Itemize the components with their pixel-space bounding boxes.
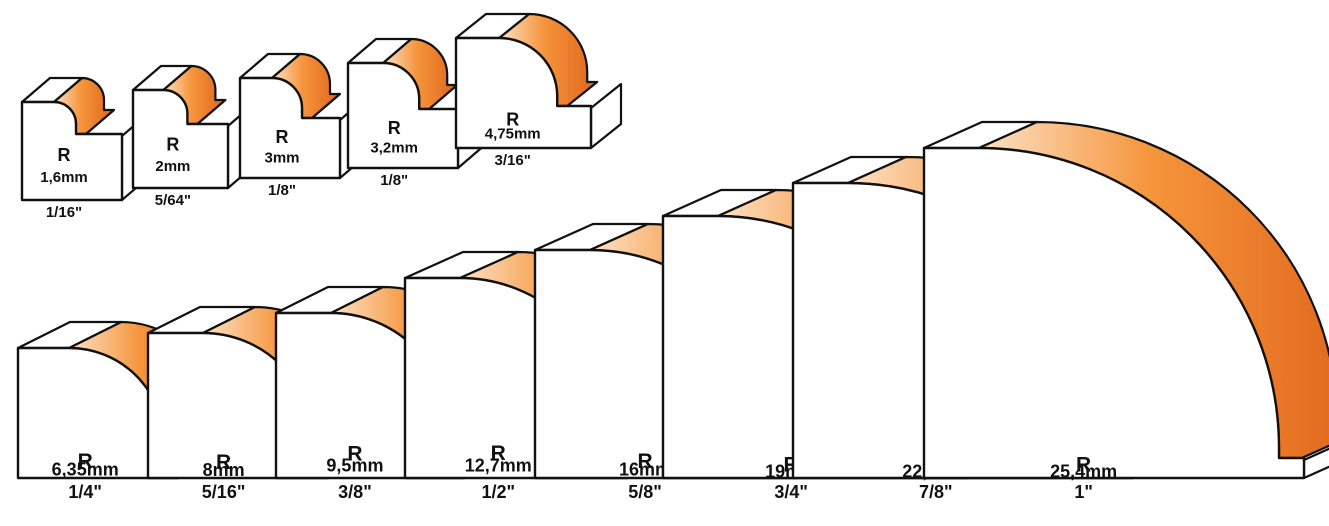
block-front-face [454, 36, 593, 150]
radius-symbol: R [216, 451, 231, 474]
radius-symbol: R [166, 134, 179, 154]
radius-mm-label: 3mm [264, 149, 299, 166]
radius-mm-label: 25,4mm [1050, 461, 1117, 481]
radius-mm-label: 16mm [619, 460, 671, 480]
radius-symbol: R [78, 450, 93, 473]
radius-symbol: R [347, 443, 362, 466]
radius-symbol: R [1076, 454, 1091, 477]
profile-1: R 1,6mm 1/16" [20, 76, 152, 221]
radius-inch-label: 1/4" [68, 482, 102, 502]
radius-inch-label: 1" [1074, 482, 1093, 502]
radius-mm-label: 1,6mm [40, 169, 88, 186]
radius-inch-label: 1/16" [46, 204, 82, 221]
radius-mm-label: 9,5mm [326, 456, 383, 476]
block-front-face [20, 100, 124, 202]
profiles-layer: R1,6mm1/16"R2mm5/64"R3mm1/8"R3,2mm1/8"R4… [16, 12, 1329, 502]
block-front-face [131, 88, 230, 190]
radius-inch-label: 1/2" [481, 482, 515, 502]
radius-mm-label: 12,7mm [465, 455, 532, 475]
radius-symbol: R [637, 450, 652, 473]
profile-5: R4,75mm 3/16" [454, 12, 623, 169]
radius-symbol: R [58, 145, 71, 165]
radius-inch-label: 3/4" [774, 482, 808, 502]
radius-mm-label: 4,75mm [485, 126, 541, 143]
radius-inch-label: 1/8" [380, 172, 408, 189]
radius-inch-label: 3/16" [495, 152, 531, 169]
radius-mm-label: 2mm [155, 158, 190, 175]
radius-inch-label: 5/64" [155, 192, 191, 209]
radius-symbol: R [276, 127, 289, 147]
radius-symbol: R [491, 442, 506, 465]
block-side-face [589, 82, 623, 150]
radius-inch-label: 5/16" [202, 482, 246, 502]
profile-2: R 2mm 5/64" [131, 64, 258, 209]
block-front-face [922, 146, 1306, 480]
radius-mm-label: 8mm [203, 460, 245, 480]
radius-inch-label: 7/8" [919, 482, 953, 502]
radius-inch-label: 1/8" [268, 182, 296, 199]
radius-mm-label: 6,35mm [52, 459, 119, 479]
radius-symbol: R [388, 118, 401, 138]
radius-symbol: R [506, 109, 519, 129]
block-front-face [346, 61, 460, 170]
radius-mm-label: 3,2mm [370, 140, 418, 157]
radius-inch-label: 3/8" [338, 482, 372, 502]
radius-inch-label: 5/8" [628, 482, 662, 502]
block-front-face [238, 76, 342, 180]
